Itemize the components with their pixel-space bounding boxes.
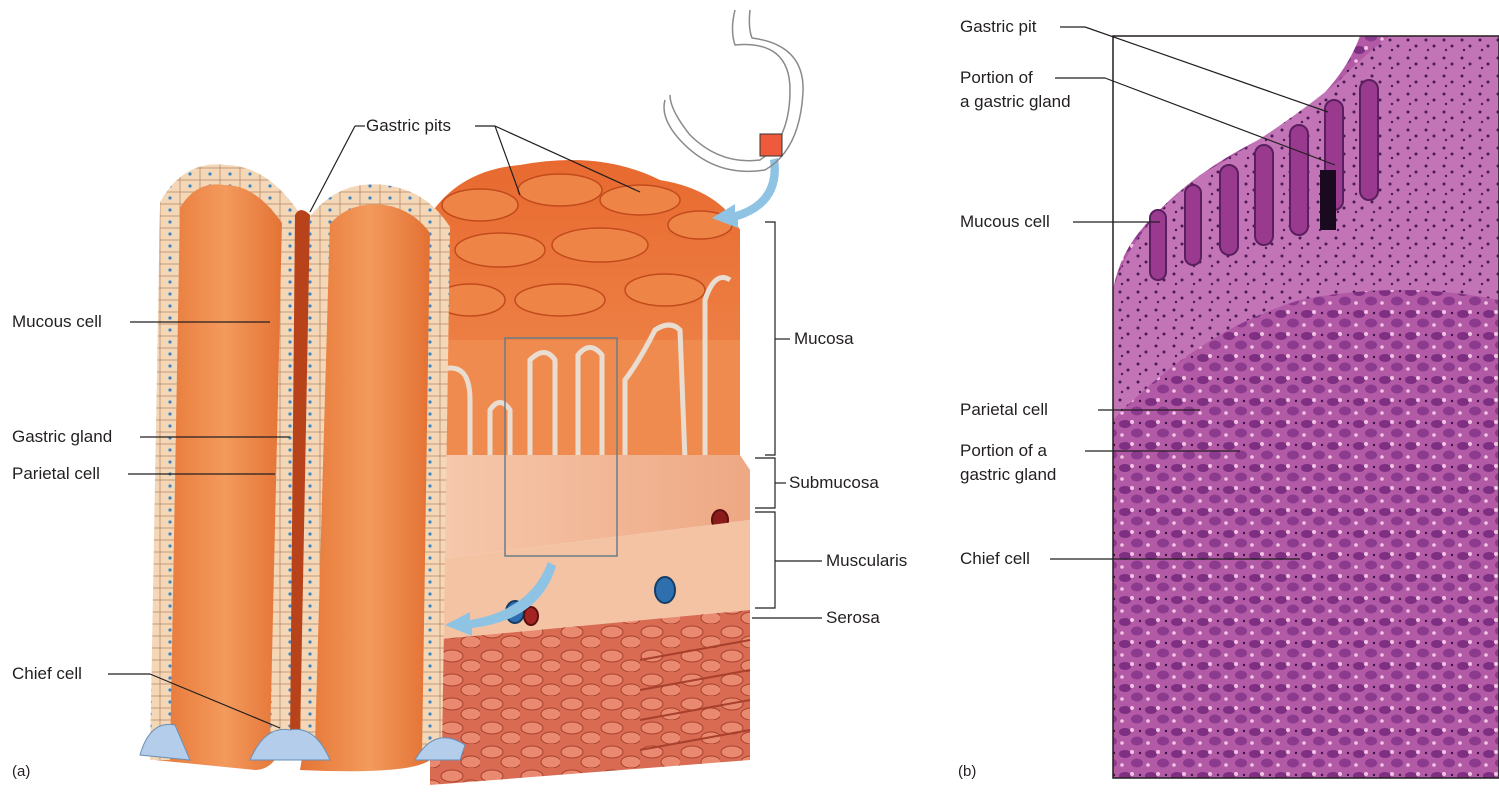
artery: [524, 607, 538, 625]
panel-a-tag: (a): [12, 760, 30, 784]
mucosa-front: [430, 340, 740, 455]
label-portion-gland-2-line2: gastric gland: [960, 463, 1056, 487]
stomach-outline-icon: [664, 10, 803, 171]
label-mucosa: Mucosa: [794, 327, 854, 351]
label-chief-cell-b: Chief cell: [960, 547, 1030, 571]
panel-b-micrograph: [1113, 36, 1499, 778]
label-submucosa: Submucosa: [789, 471, 879, 495]
label-portion-gland-1-line1: Portion of: [960, 66, 1033, 90]
label-portion-gland-2-line1: Portion of a: [960, 439, 1047, 463]
label-chief-cell-a: Chief cell: [12, 662, 82, 686]
pit-lumen: [1320, 170, 1336, 230]
label-muscularis: Muscularis: [826, 549, 907, 573]
label-serosa: Serosa: [826, 606, 880, 630]
label-portion-gland-1-line2: a gastric gland: [960, 90, 1071, 114]
label-mucous-cell-a: Mucous cell: [12, 310, 102, 334]
label-mucous-cell-b: Mucous cell: [960, 210, 1050, 234]
label-gastric-pits: Gastric pits: [366, 114, 451, 138]
panel-a-illustration: [140, 10, 803, 785]
label-parietal-cell-a: Parietal cell: [12, 462, 100, 486]
panel-b-tag: (b): [958, 760, 976, 784]
serosa-layer: [430, 610, 750, 785]
vein: [655, 577, 675, 603]
label-parietal-cell-b: Parietal cell: [960, 398, 1048, 422]
label-gastric-pit: Gastric pit: [960, 15, 1037, 39]
label-gastric-gland: Gastric gland: [12, 425, 112, 449]
